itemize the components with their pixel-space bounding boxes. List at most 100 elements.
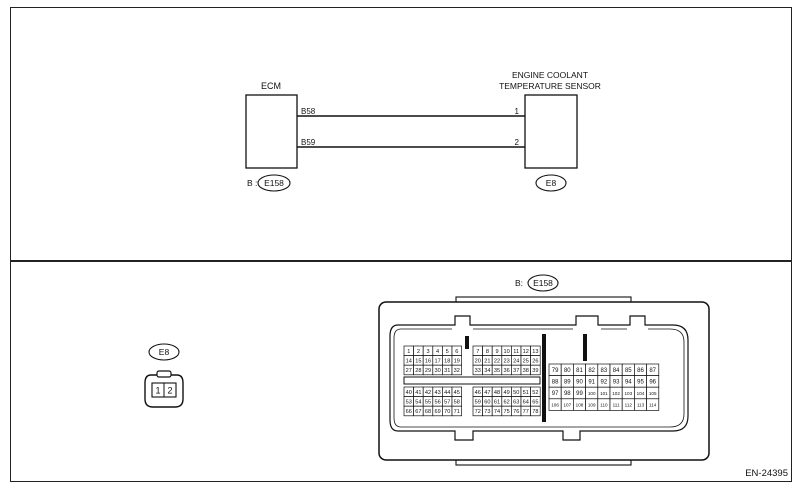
pin-number: 13	[532, 349, 538, 355]
key-bar	[465, 336, 469, 349]
pin-number: 101	[600, 391, 608, 396]
pin-number: 18	[444, 358, 450, 364]
small-connector-pin: 1	[155, 386, 160, 396]
pin-number: 56	[434, 399, 440, 405]
pin-number: 49	[503, 390, 509, 396]
pin-number: 96	[649, 379, 656, 385]
pin-number: 84	[613, 368, 620, 374]
pin-number: 38	[523, 368, 529, 374]
pin-number: 32	[454, 368, 460, 374]
pin-number: 30	[434, 368, 440, 374]
pin-number: 14	[406, 358, 412, 364]
ecm-connector-prefix: B :	[247, 178, 257, 188]
pin-number: 72	[475, 409, 481, 415]
small-connector-latch	[156, 370, 172, 378]
pin-number: 53	[406, 399, 412, 405]
pin-number: 22	[494, 358, 500, 364]
ecm-connector-badge	[257, 174, 291, 192]
pin-number: 57	[444, 399, 450, 405]
ecm-terminal-label: B59	[301, 138, 316, 147]
pin-number: 3	[426, 349, 429, 355]
pin-number: 43	[434, 390, 440, 396]
pin-cell	[646, 398, 660, 411]
schematic: ECM ENGINE COOLANT TEMPERATURE SENSOR B5…	[245, 70, 601, 192]
pin-number: 62	[503, 399, 509, 405]
pin-number: 93	[613, 379, 620, 385]
diagram-frame	[10, 7, 792, 482]
pin-cell	[451, 405, 462, 417]
pin-number: 55	[425, 399, 431, 405]
pin-number: 79	[552, 368, 559, 374]
pin-number: 102	[612, 391, 620, 396]
pin-number: 97	[552, 391, 559, 397]
pin-number: 73	[484, 409, 490, 415]
pin-number: 50	[513, 390, 519, 396]
pin-number: 104	[637, 391, 645, 396]
pin-number: 40	[406, 390, 412, 396]
ecm-terminal-label: B58	[301, 107, 316, 116]
pin-number: 25	[523, 358, 529, 364]
sensor-label-line1: ENGINE COOLANT	[512, 70, 588, 80]
pin-number: 80	[564, 368, 571, 374]
ecm-connector-id: E158	[264, 178, 284, 188]
pin-number: 54	[415, 399, 421, 405]
pin-number: 109	[588, 403, 596, 408]
pin-number: 88	[552, 379, 559, 385]
pin-number: 1	[407, 349, 410, 355]
pin-number: 24	[513, 358, 519, 364]
pin-number: 37	[513, 368, 519, 374]
ecm-connector-prefix: B:	[515, 278, 523, 288]
pin-number: 64	[523, 399, 529, 405]
pin-number: 48	[494, 390, 500, 396]
pin-number: 106	[551, 403, 559, 408]
ecm-connector-id: E158	[533, 278, 553, 288]
pin-number: 63	[513, 399, 519, 405]
pin-number: 70	[444, 409, 450, 415]
small-connector-pin: 2	[167, 386, 172, 396]
pin-number: 83	[601, 368, 608, 374]
pin-number: 8	[486, 349, 489, 355]
pin-number: 69	[434, 409, 440, 415]
pin-number: 5	[446, 349, 449, 355]
pin-number: 23	[503, 358, 509, 364]
sensor-terminal-label: 2	[515, 138, 520, 147]
pin-number: 44	[444, 390, 450, 396]
ecm-box	[245, 94, 298, 169]
pin-number: 113	[637, 403, 645, 408]
pin-number: 45	[454, 390, 460, 396]
pin-number: 90	[576, 379, 583, 385]
pin-number: 4	[436, 349, 439, 355]
pin-number: 74	[494, 409, 500, 415]
pin-number: 7	[476, 349, 479, 355]
separator-slot	[403, 376, 541, 385]
pin-number: 47	[484, 390, 490, 396]
figure-id: EN-24395	[745, 468, 788, 479]
pin-number: 42	[425, 390, 431, 396]
sensor-connector-badge	[535, 174, 567, 192]
pin-number: 10	[503, 349, 509, 355]
pin-number: 61	[494, 399, 500, 405]
pin-number: 9	[495, 349, 498, 355]
pin-number: 100	[588, 391, 596, 396]
pin-number: 89	[564, 379, 571, 385]
pin-number: 112	[625, 403, 633, 408]
pin-number: 33	[475, 368, 481, 374]
pin-number: 58	[454, 399, 460, 405]
pin-number: 60	[484, 399, 490, 405]
pin-number: 46	[475, 390, 481, 396]
pin-number: 21	[484, 358, 490, 364]
ecm-label: ECM	[261, 81, 281, 91]
pin-number: 98	[564, 391, 571, 397]
pin-number: 87	[649, 368, 656, 374]
pin-number: 91	[588, 379, 595, 385]
pin-number: 39	[532, 368, 538, 374]
pin-number: 28	[415, 368, 421, 374]
sensor-label-line2: TEMPERATURE SENSOR	[499, 81, 601, 91]
pin-number: 94	[625, 379, 632, 385]
pin-number: 108	[576, 403, 584, 408]
pin-cell	[530, 364, 541, 376]
pin-number: 77	[523, 409, 529, 415]
pin-number: 76	[513, 409, 519, 415]
